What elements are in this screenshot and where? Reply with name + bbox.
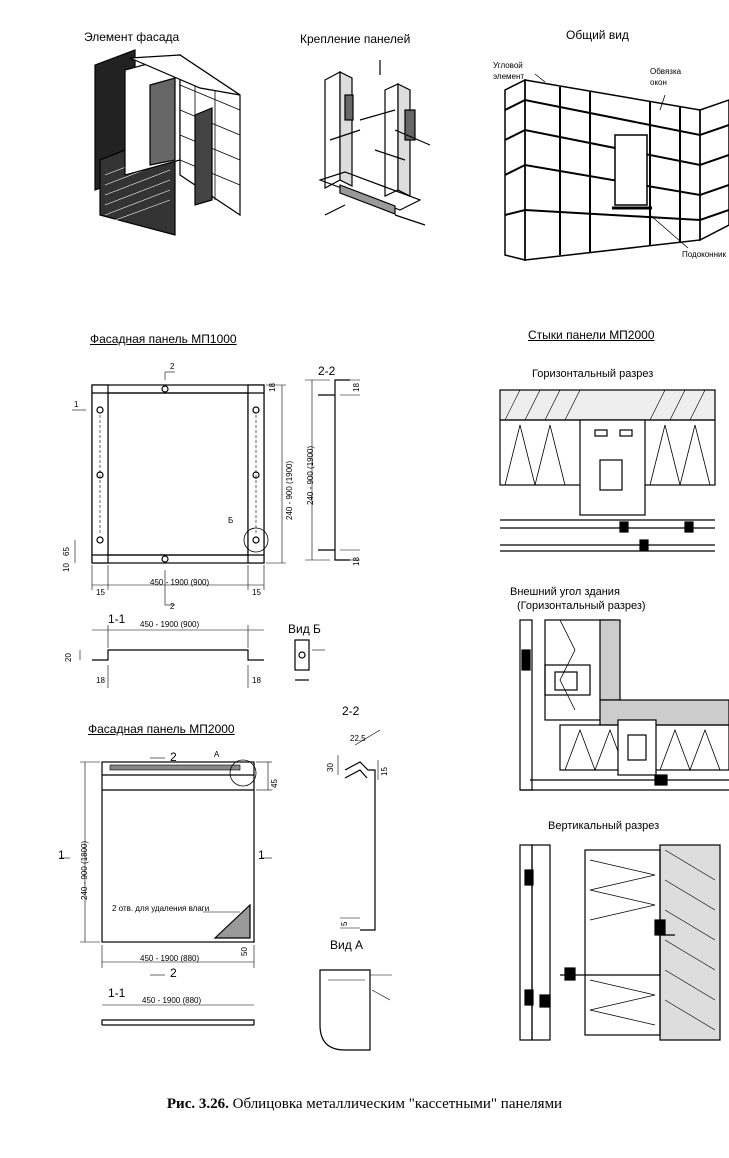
caption-prefix: Рис. 3.26.: [166, 1096, 229, 1112]
sec22-bottom-label: 2-2: [342, 704, 360, 718]
corner-element-label: Угловой элемент: [493, 61, 525, 81]
panel-mount-drawing: [318, 60, 431, 226]
window-frame-label: Обвязка окон: [650, 67, 682, 87]
dim-22-5: 22,5: [350, 734, 366, 743]
joints-mp2000-title: Стыки панели МП2000: [528, 328, 655, 342]
caption-text: Облицовка металлическим "кассетными" пан…: [232, 1096, 563, 1112]
sec11-bottom-label: 1-1: [108, 986, 126, 1000]
panel-mp2000-title: Фасадная панель МП2000: [88, 722, 235, 736]
vertical-section-label: Вертикальный разрез: [548, 820, 660, 832]
dim-18-a: 18: [268, 383, 277, 392]
dim-45: 45: [270, 779, 279, 788]
mp2000-width-dim: 450 - 1900 (880): [140, 954, 200, 963]
general-view-title: Общий вид: [566, 28, 629, 42]
mp1000-section11-drawing: [79, 625, 264, 688]
horizontal-section-label: Горизонтальный разрез: [532, 368, 654, 380]
mp2000-section11-drawing: [101, 1004, 255, 1026]
mark-1-mp2000-right: 1: [258, 848, 265, 862]
dim-18-c: 18: [352, 557, 361, 566]
mp2000-section22-drawing: [337, 729, 381, 931]
mp1000-sec-width-dim: 450 - 1900 (900): [140, 620, 200, 629]
mp2000-front-drawing: [60, 757, 272, 976]
view-a-drawing: [319, 969, 392, 1051]
dim-15-left: 15: [96, 588, 105, 597]
mp1000-height-dim: 240 - 900 (1900): [285, 460, 294, 520]
panel-mp1000-title: Фасадная панель МП1000: [90, 332, 237, 346]
mp1000-front-drawing: [72, 371, 286, 606]
view-b-label: Вид Б: [288, 622, 321, 636]
dim-18-sec-right: 18: [252, 676, 261, 685]
dim-18-b: 18: [352, 383, 361, 392]
general-view-drawing: [504, 73, 729, 261]
facade-element-drawing: [94, 49, 241, 236]
mark-2-bottom: 2: [170, 602, 175, 611]
view-b-drawing: [294, 639, 325, 681]
dim-30: 30: [326, 763, 335, 772]
mp1000-section22-drawing: [305, 379, 360, 561]
facade-element-title: Элемент фасада: [84, 30, 180, 44]
mp2000-sec-width-dim: 450 - 1900 (880): [142, 996, 202, 1005]
dim-15-right: 15: [252, 588, 261, 597]
drain-note: 2 отв. для удаления влаги: [112, 904, 210, 913]
dim-18-sec-left: 18: [96, 676, 105, 685]
dim-10: 10: [62, 563, 71, 572]
figure-caption: Рис. 3.26. Облицовка металлическим "касс…: [0, 1096, 729, 1113]
mark-2-mp2000-bottom: 2: [170, 966, 177, 980]
mp1000-width-dim: 450 - 1900 (900): [150, 578, 210, 587]
vertical-section-drawing: [519, 844, 721, 1041]
mark-b: Б: [228, 516, 234, 525]
outer-corner-drawing: [519, 619, 729, 791]
mp1000-sec-height-dim: 240 - 900 (1900): [306, 445, 315, 505]
horizontal-section-drawing: [499, 389, 716, 552]
outer-corner-label: Внешний угол здания: [510, 586, 620, 598]
sec11-top-label: 1-1: [108, 612, 126, 626]
dim-15-sec: 15: [380, 767, 389, 776]
panel-mount-title: Крепление панелей: [300, 32, 411, 46]
sill-label: Подоконник: [682, 250, 726, 259]
mp2000-height-dim: 240 - 900 (1800): [80, 840, 89, 900]
dim-5: 5: [340, 921, 349, 926]
mark-2-mp2000-top: 2: [170, 750, 177, 764]
mark-a: А: [214, 750, 220, 759]
dim-65: 65: [62, 547, 71, 556]
dim-20: 20: [64, 653, 73, 662]
sec22-top-label: 2-2: [318, 364, 336, 378]
mark-1-mp2000-left: 1: [58, 848, 65, 862]
outer-corner-sub-label: (Горизонтальный разрез): [517, 600, 646, 612]
view-a-label: Вид А: [330, 938, 364, 952]
mark-2-top: 2: [170, 362, 175, 371]
dim-50: 50: [240, 947, 249, 956]
mark-1-left: 1: [74, 400, 79, 409]
